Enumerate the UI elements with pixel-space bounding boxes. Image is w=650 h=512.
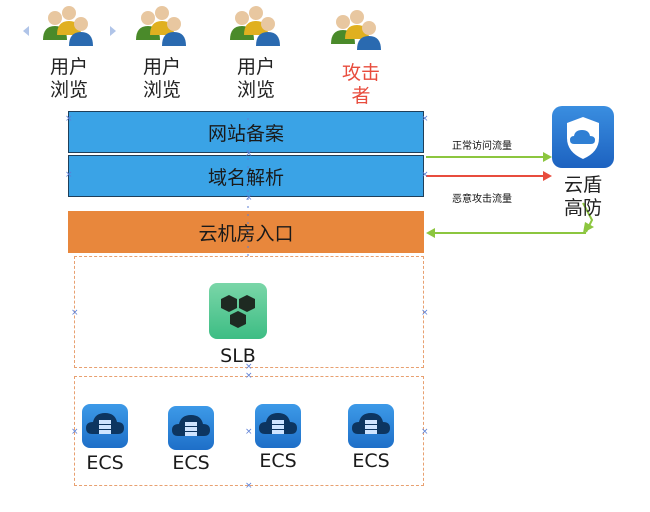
ecs-server-icon <box>348 404 394 448</box>
arrow-left-icon <box>23 26 29 36</box>
ecs-label: ECS <box>259 450 297 472</box>
selection-handle: × <box>421 308 429 318</box>
attacker-label: 攻击 者 <box>341 62 380 107</box>
user-label: 用户 浏览 <box>49 56 88 101</box>
selection-handle: × <box>71 427 79 437</box>
domain-resolution-bar: 域名解析 <box>68 155 424 197</box>
ecs-label: ECS <box>172 452 210 474</box>
users-icons <box>23 6 381 50</box>
ecs-server-icon <box>255 404 301 448</box>
shield-cloud-icon <box>552 106 614 168</box>
selection-handle: × <box>245 427 253 437</box>
selection-handle: × <box>245 193 253 203</box>
slb-label: SLB <box>220 345 256 367</box>
website-filing-bar: 网站备案 <box>68 111 424 153</box>
ecs-server-icon <box>168 406 214 450</box>
slb-icon <box>209 283 267 339</box>
selection-handle: × <box>65 114 73 124</box>
user-label: 用户 浏览 <box>142 56 181 101</box>
selection-handle: × <box>71 308 79 318</box>
selection-handle: × <box>245 481 253 491</box>
selection-handle: × <box>245 371 253 381</box>
selection-handle: × <box>245 362 253 372</box>
selection-handle: × <box>421 427 429 437</box>
malicious-traffic-label: 恶意攻击流量 <box>452 194 512 205</box>
slb-container <box>74 256 424 368</box>
selection-handle: × <box>421 170 429 180</box>
ecs-label: ECS <box>352 450 390 472</box>
selection-handle: × <box>65 170 73 180</box>
selection-handle: × <box>245 149 253 159</box>
user-label: 用户 浏览 <box>236 56 275 101</box>
arrow-right-icon <box>110 26 116 36</box>
ecs-server-icon <box>82 404 128 448</box>
anti-ddos-label: 云盾 高防 <box>563 174 602 219</box>
selection-handle: × <box>421 114 429 124</box>
ecs-container <box>74 376 424 486</box>
ecs-label: ECS <box>86 452 124 474</box>
normal-traffic-label: 正常访问流量 <box>452 141 512 152</box>
cloud-room-entry-bar: 云机房入口 <box>68 211 424 253</box>
